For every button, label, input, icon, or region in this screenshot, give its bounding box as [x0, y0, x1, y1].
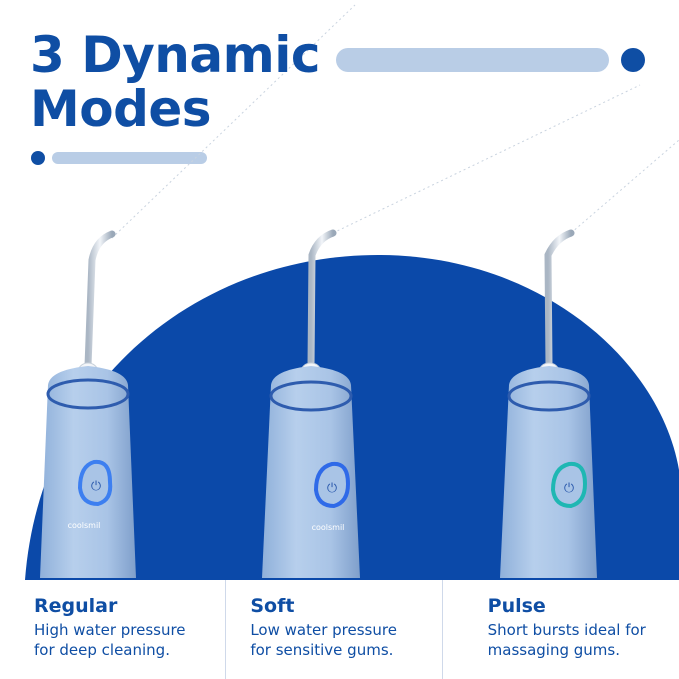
mode-description: High water pressure for deep cleaning. — [34, 620, 225, 660]
mode-descriptions: Regular High water pressure for deep cle… — [0, 580, 679, 679]
mode-name: Soft — [250, 595, 295, 617]
mode-description: Low water pressure for sensitive gums. — [250, 620, 441, 660]
mode-description: Short bursts ideal for massaging gums. — [488, 620, 679, 660]
power-button-ring — [550, 461, 588, 509]
mode-desc-line-1: Short bursts ideal for — [487, 621, 646, 639]
page-title: 3 Dynamic Modes — [30, 26, 321, 138]
mode-name: Pulse — [487, 595, 546, 617]
device-rim — [46, 378, 130, 410]
power-button-ring — [313, 461, 351, 509]
mode-desc-line-2: massaging gums. — [487, 641, 620, 659]
nozzle-tip — [544, 229, 575, 370]
mode-soft: Soft Low water pressure for sensitive gu… — [225, 580, 441, 679]
decor-pill-top — [336, 48, 609, 72]
title-line-2: Modes — [30, 80, 212, 138]
mode-desc-line-2: for deep cleaning. — [34, 641, 170, 659]
device-pulse: ⏻ — [500, 229, 597, 578]
mode-pulse: Pulse Short bursts ideal for massaging g… — [441, 580, 679, 679]
mode-name: Regular — [34, 595, 118, 617]
decor-pill-small — [52, 152, 207, 164]
device-soft: ⏻ coolsmil — [262, 229, 360, 578]
device-brand-mark: coolsmil — [68, 521, 101, 530]
power-icon: ⏻ — [327, 481, 337, 496]
device-body — [500, 366, 597, 578]
device-body — [262, 366, 360, 578]
water-spray-lines — [111, 4, 679, 239]
power-icon: ⏻ — [91, 479, 101, 494]
power-button-ring — [77, 459, 113, 507]
mode-regular: Regular High water pressure for deep cle… — [0, 580, 225, 679]
mode-desc-line-2: for sensitive gums. — [250, 641, 394, 659]
mode-desc-line-1: Low water pressure — [250, 621, 397, 639]
device-rim — [507, 380, 591, 412]
decor-dot-top — [621, 48, 645, 72]
title-line-1: 3 Dynamic — [30, 26, 321, 84]
mode-desc-line-1: High water pressure — [34, 621, 186, 639]
nozzle-tip — [84, 230, 116, 370]
nozzle-tip — [307, 229, 337, 370]
device-rim — [269, 380, 353, 412]
device-brand-mark: coolsmil — [312, 523, 345, 532]
power-icon: ⏻ — [564, 481, 574, 496]
product-scene: ⏻ coolsmil ⏻ coolsmil ⏻ — [25, 4, 679, 580]
decor-dot-small — [31, 151, 45, 165]
device-regular: ⏻ coolsmil — [40, 230, 136, 578]
